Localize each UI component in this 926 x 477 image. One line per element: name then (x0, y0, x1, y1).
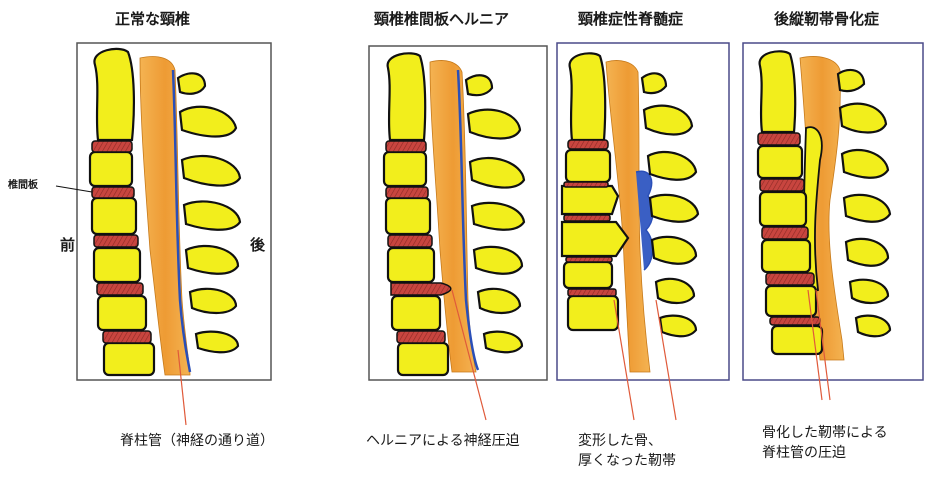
panel-opll (743, 43, 923, 400)
canal-pointer (178, 350, 186, 425)
title-opll: 後縦靭帯骨化症 (774, 8, 879, 29)
hernia-compression-label: ヘルニアによる神経圧迫 (366, 432, 520, 451)
vertebral-column-normal (90, 49, 154, 375)
spinous-processes-normal (178, 73, 240, 352)
anterior-label: 前 (60, 234, 75, 255)
canal-label: 脊柱管（神経の通り道） (120, 432, 274, 451)
panel-hernia-frame (369, 46, 547, 380)
ligament-normal (173, 70, 190, 372)
panel-normal-frame (77, 43, 271, 380)
panel-opll-frame (743, 43, 923, 380)
posterior-label: 後 (250, 234, 265, 255)
title-hernia: 頸椎椎間板ヘルニア (374, 8, 509, 29)
title-normal: 正常な頸椎 (115, 8, 190, 29)
panel-hernia (369, 46, 547, 420)
discs-normal (92, 141, 151, 343)
disc-pointer (56, 186, 92, 192)
panel-spondylosis (557, 43, 729, 420)
deformed-label-line2: 厚くなった靭帯 (578, 452, 676, 471)
opll-label-line2: 脊柱管の圧迫 (762, 444, 846, 463)
title-spondylosis: 頸椎症性脊髄症 (578, 8, 683, 29)
panel-normal (56, 43, 271, 425)
deformed-label-line1: 変形した骨、 (578, 432, 662, 451)
opll-label-line1: 骨化した靭帯による (762, 424, 888, 443)
spinal-cord-normal (140, 57, 190, 376)
disc-label: 椎間板 (8, 176, 38, 191)
panel-spondylosis-frame (557, 43, 729, 380)
